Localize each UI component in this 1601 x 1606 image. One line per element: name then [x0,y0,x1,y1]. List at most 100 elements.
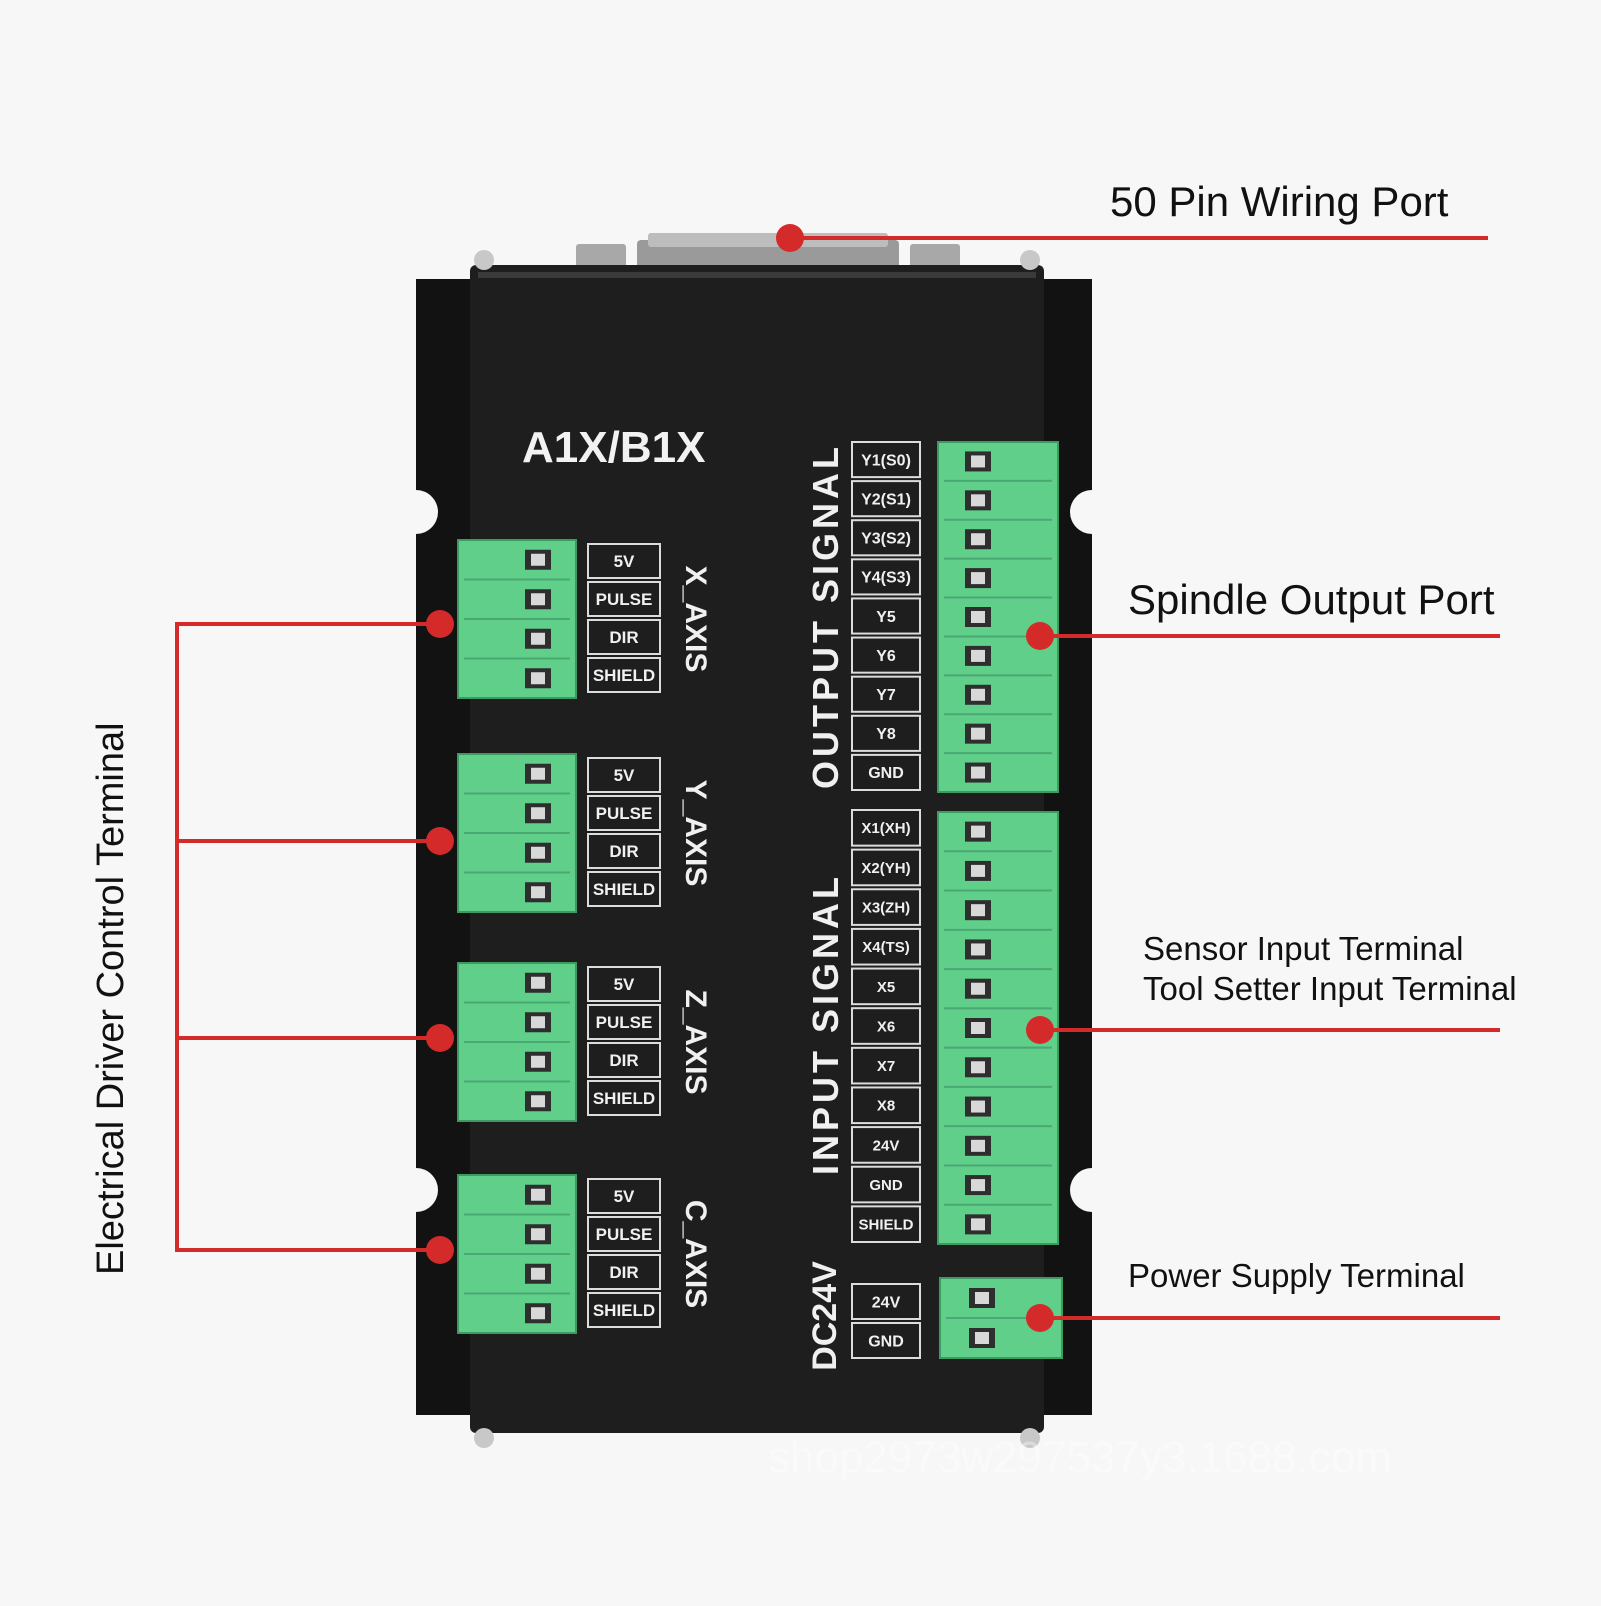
y-axis-pin-pulse: PULSE [596,804,653,823]
z-axis-pin-dir: DIR [609,1051,638,1070]
wiring-port-dot [776,224,804,252]
output-terminal-block-screw [971,533,985,546]
z-axis-terminal-block-screw [531,1095,545,1108]
power-supply-label: Power Supply Terminal [1128,1257,1465,1294]
db50-screw-left [576,244,626,270]
input-pin-shield: SHIELD [858,1217,913,1234]
input-pin-x8: X8 [877,1098,895,1115]
c-axis-pin-cell-pulse [587,1216,661,1252]
output-pin-y5: Y5 [876,609,896,626]
c-axis-pin-5v: 5V [614,1187,635,1206]
spindle-output-label: Spindle Output Port [1128,576,1495,623]
x-axis-terminal-block-screw [531,672,545,685]
callout-lines [175,236,1500,1320]
callout-dots [426,224,1054,1332]
output-terminal-block-screw [971,766,985,779]
output-terminal-block-body [937,441,1059,793]
power-terminal-block-screw [975,1332,989,1344]
z-axis-terminal-block-screw [531,1055,545,1068]
input-pin-cell-x3-zh [851,888,921,926]
sensor-input-label: Sensor Input Terminal [1143,930,1464,967]
input-terminal-block-screw [971,1061,985,1074]
output-signal-section: Y1(S0)Y2(S1)Y3(S2)Y4(S3)Y5Y6Y7Y8GNDOUTPU… [805,441,1059,793]
case-screw-br [1020,1428,1040,1448]
input-signal-label: INPUT SIGNAL [805,873,846,1175]
input-terminal-block-screw [971,825,985,838]
c-axis-pin-cell-shield [587,1292,661,1328]
output-terminal-block-screw [971,611,985,623]
y-axis-dot [426,827,454,855]
c-axis-terminal-block-screw [531,1228,545,1241]
x-axis-pin-dir: DIR [609,628,638,647]
input-terminal-block-screw [971,904,985,917]
input-pin-x1-xh: X1(XH) [861,820,910,837]
output-pin-cell-y8 [851,714,921,752]
output-pin-cell-y3-s2 [851,519,921,557]
output-pin-cell-y1-s0 [851,441,921,479]
input-pin-cell-x7 [851,1046,921,1085]
z-axis-dot [426,1024,454,1052]
output-pin-cell-y7 [851,675,921,713]
c-axis-label: C_AXIS [679,1200,712,1308]
input-terminal-block-screw [971,1022,985,1034]
input-terminal-block-screw [971,1218,985,1231]
output-terminal-block-screw [971,688,985,701]
input-terminal-block-screw [971,943,985,956]
x-axis-pin-pulse: PULSE [596,590,653,609]
input-signal-section: X1(XH)X2(YH)X3(ZH)X4(TS)X5X6X7X824VGNDSH… [805,809,1059,1245]
db50-connector-body [637,240,899,270]
input-pin-cell-shield [851,1205,921,1244]
power-pin-24v: 24V [872,1294,901,1311]
output-signal-label: OUTPUT SIGNAL [805,443,846,789]
dc24v-label: DC24V [806,1261,844,1371]
input-terminal-block-screw [971,1179,985,1192]
z-axis-pin-cell-shield [587,1080,661,1116]
watermark-text: shop2973w297537y3.1688.com [768,1433,1392,1482]
output-terminal-block-screw [971,649,985,662]
y-axis-terminal-block-screw [531,886,545,899]
x-axis-terminal-block-screw [531,553,545,566]
z-axis-pin-pulse: PULSE [596,1013,653,1032]
output-pin-y3-s2: Y3(S2) [861,531,911,548]
mount-notch-left-top [416,490,438,534]
y-axis-label: Y_AXIS [679,780,712,887]
sensor-dot [1026,1016,1054,1044]
c-axis-terminal-block-screw [531,1307,545,1320]
input-pin-x3-zh: X3(ZH) [862,899,910,916]
input-pin-cell-gnd [851,1165,921,1204]
c-axis-dot [426,1236,454,1264]
axis-terminals: 5VPULSEDIRSHIELDX_AXIS5VPULSEDIRSHIELDY_… [457,539,712,1334]
c-axis-pin-pulse: PULSE [596,1225,653,1244]
input-pin-x5: X5 [877,979,895,996]
input-terminal-block-screw [971,1100,985,1113]
input-pin-cell-24v [851,1126,921,1164]
c-axis-pin-cell-5v [587,1178,661,1214]
output-terminal-block-screw [971,572,985,585]
x-axis-pin-shield: SHIELD [593,666,655,685]
x-axis-terminal-block [457,539,577,699]
z-axis-pin-shield: SHIELD [593,1089,655,1108]
power-pin-cell-24v [851,1283,921,1320]
input-pin-cell-x6 [851,1007,921,1045]
case-screw-bl [474,1428,494,1448]
c-axis-terminal-block [457,1174,577,1334]
x-axis-pin-cell-pulse [587,581,661,617]
c-axis-pin-shield: SHIELD [593,1301,655,1320]
c-axis-terminal-block-screw [531,1188,545,1201]
output-pin-y2-s1: Y2(S1) [861,491,911,508]
input-pin-x6: X6 [877,1018,895,1035]
output-terminal-block-screw [971,727,985,740]
case-screw-tr [1020,250,1040,270]
x-axis-terminal-block-screw [531,593,545,606]
x-axis-pin-cell-5v [587,543,661,579]
z-axis-pin-5v: 5V [614,975,635,994]
y-axis-terminal-block [457,753,577,913]
output-pin-y8: Y8 [876,726,896,743]
power-terminal-block-screw [975,1292,989,1304]
case-screw-tl [474,250,494,270]
output-terminal-block-screw [971,494,985,507]
y-axis-pin-cell-pulse [587,795,661,831]
z-axis-pin-cell-pulse [587,1004,661,1040]
c-axis-pin-cell-dir [587,1254,661,1290]
